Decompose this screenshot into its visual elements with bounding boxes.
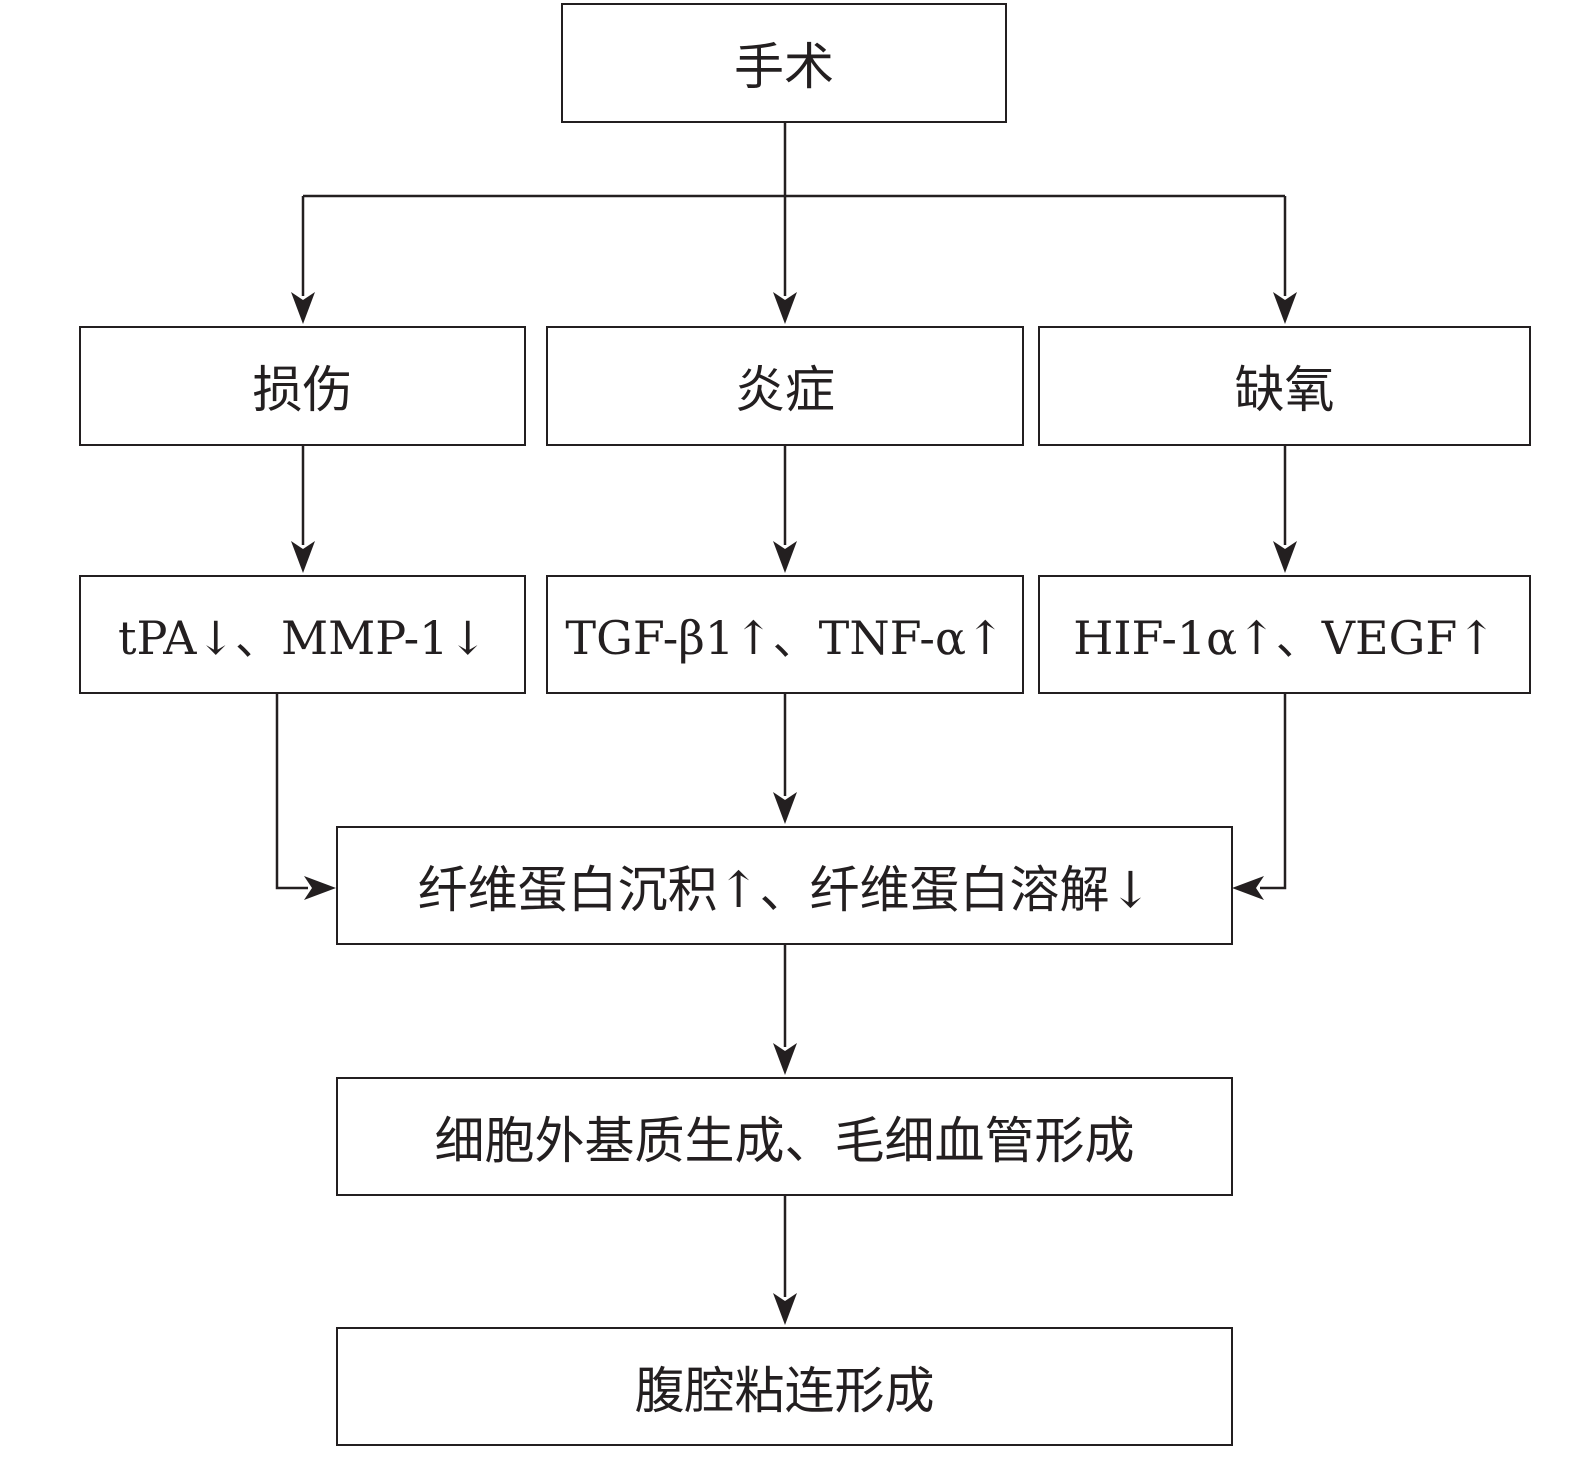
node-injury: 损伤 <box>79 326 526 446</box>
node-hypoxia: 缺氧 <box>1038 326 1531 446</box>
arrow-hypoxia-markers-to-fibrin <box>1260 693 1287 890</box>
arrowhead-fibrin-to-ecm <box>773 1043 797 1075</box>
arrowhead-hypoxia-markers-to-fibrin <box>1232 876 1264 900</box>
arrowhead-inflammation-to-markers <box>773 541 797 573</box>
arrowhead-surgery-to-inflammation <box>773 292 797 324</box>
node-fibrin: 纤维蛋白沉积↑、纤维蛋白溶解↓ <box>336 826 1233 945</box>
arrowhead-injury-markers-to-fibrin <box>304 876 336 900</box>
node-hypoxia-markers: HIF-1α↑、VEGF↑ <box>1038 575 1531 694</box>
arrow-injury-markers-to-fibrin <box>275 693 308 890</box>
node-adhesion: 腹腔粘连形成 <box>336 1327 1233 1446</box>
arrowhead-surgery-to-injury <box>291 292 315 324</box>
node-inflammation: 炎症 <box>546 326 1024 446</box>
node-surgery: 手术 <box>561 3 1007 123</box>
arrowhead-ecm-to-adhesion <box>773 1293 797 1325</box>
arrowhead-inflammation-markers-to-fibrin <box>773 792 797 824</box>
arrowhead-hypoxia-to-markers <box>1273 541 1297 573</box>
node-ecm: 细胞外基质生成、毛细血管形成 <box>336 1077 1233 1196</box>
node-injury-markers: tPA↓、MMP-1↓ <box>79 575 526 694</box>
arrowhead-injury-to-markers <box>291 541 315 573</box>
node-inflammation-markers: TGF-β1↑、TNF-α↑ <box>546 575 1024 694</box>
arrowhead-surgery-to-hypoxia <box>1273 292 1297 324</box>
